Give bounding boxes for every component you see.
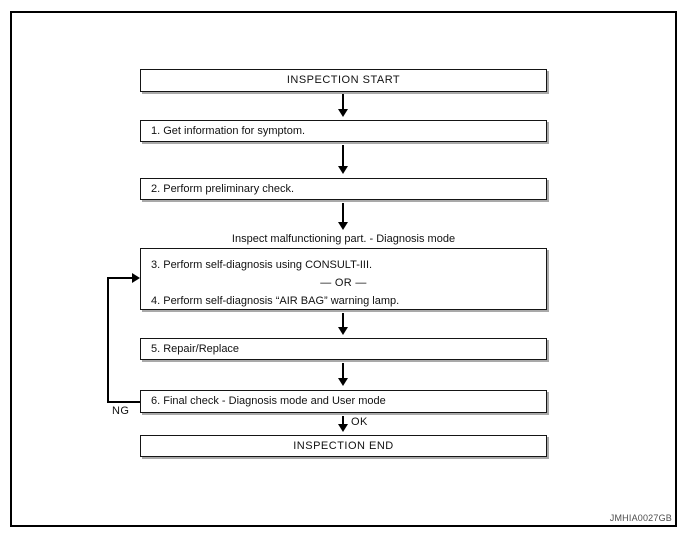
arrowhead-down-icon: [338, 424, 348, 432]
flow-arrow-step5-to-step6: [338, 363, 348, 386]
ok-branch-label: OK: [351, 416, 368, 428]
diagram-border-frame: [10, 11, 677, 527]
arrowhead-right-icon: [132, 273, 140, 283]
arrowhead-down-icon: [338, 222, 348, 230]
flow-arrow-step34-to-step5: [338, 313, 348, 335]
flow-node-step3-step4: 3. Perform self-diagnosis using CONSULT-…: [140, 248, 547, 310]
flow-arrow-step6-to-end: [338, 416, 348, 432]
step5-label: 5. Repair/Replace: [151, 342, 240, 355]
arrowhead-down-icon: [338, 109, 348, 117]
step6-label: 6. Final check - Diagnosis mode and User…: [151, 395, 386, 407]
step1-label: 1. Get information for symptom.: [151, 124, 306, 137]
flow-node-step2: 2. Perform preliminary check.: [140, 178, 547, 200]
arrow-shaft: [342, 416, 344, 424]
arrow-shaft: [342, 203, 344, 222]
ng-feedback-line-bottom: [107, 401, 140, 403]
arrow-shaft: [342, 94, 344, 109]
arrow-shaft: [342, 145, 344, 166]
ng-feedback-line-vertical: [107, 277, 109, 403]
inspection-end-label: INSPECTION END: [293, 439, 394, 452]
step4-label: 4. Perform self-diagnosis “AIR BAG” warn…: [151, 294, 400, 307]
flow-arrow-step1-to-step2: [338, 145, 348, 174]
arrowhead-down-icon: [338, 327, 348, 335]
step3-label: 3. Perform self-diagnosis using CONSULT-…: [151, 258, 373, 271]
arrowhead-down-icon: [338, 166, 348, 174]
ng-branch-label: NG: [112, 405, 130, 417]
flow-node-inspection-end: INSPECTION END: [140, 435, 547, 457]
ng-feedback-line-top: [107, 277, 133, 279]
flow-node-step6: 6. Final check - Diagnosis mode and User…: [140, 390, 547, 413]
or-separator-label: — OR —: [320, 276, 367, 289]
flow-node-step1: 1. Get information for symptom.: [140, 120, 547, 142]
arrowhead-down-icon: [338, 378, 348, 386]
arrow-shaft: [342, 363, 344, 378]
step2-label: 2. Perform preliminary check.: [151, 182, 295, 195]
flow-node-inspection-start: INSPECTION START: [140, 69, 547, 92]
flow-arrow-start-to-step1: [338, 94, 348, 117]
step34-heading: Inspect malfunctioning part. - Diagnosis…: [231, 233, 456, 245]
inspection-start-label: INSPECTION START: [286, 74, 401, 86]
arrow-shaft: [342, 313, 344, 327]
figure-code: JMHIA0027GB: [609, 513, 672, 523]
flow-arrow-step2-to-step34: [338, 203, 348, 230]
flow-node-step5: 5. Repair/Replace: [140, 338, 547, 360]
